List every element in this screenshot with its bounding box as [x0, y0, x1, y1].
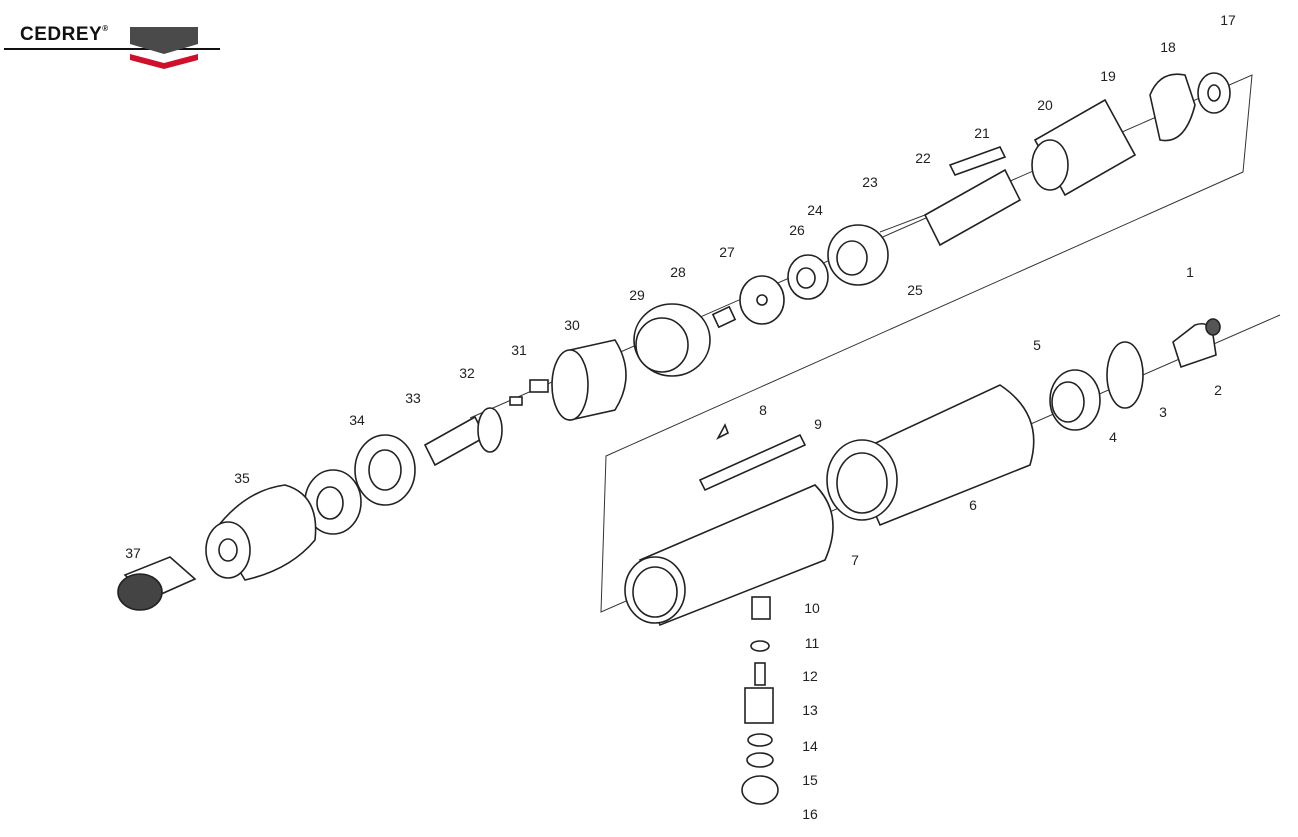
part-label-22: 22 — [915, 150, 931, 166]
part-label-23: 23 — [862, 174, 878, 190]
part-label-30: 30 — [564, 317, 580, 333]
part-label-25: 25 — [907, 282, 923, 298]
part-label-24: 24 — [807, 202, 823, 218]
part-label-7: 7 — [851, 552, 859, 568]
part-label-13: 13 — [802, 702, 818, 718]
part-label-20: 20 — [1037, 97, 1053, 113]
part-label-19: 19 — [1100, 68, 1116, 84]
part-label-4: 4 — [1109, 429, 1117, 445]
part-label-10: 10 — [804, 600, 820, 616]
part-label-26: 26 — [789, 222, 805, 238]
part-label-17: 17 — [1220, 12, 1236, 28]
brand-name: CEDREY — [20, 24, 103, 45]
part-label-11: 11 — [805, 635, 820, 651]
part-label-3: 3 — [1159, 404, 1167, 420]
parts — [117, 72, 1231, 805]
part-label-1: 1 — [1186, 264, 1194, 280]
part-label-37: 37 — [125, 545, 141, 561]
part-label-15: 15 — [802, 772, 818, 788]
part-label-6: 6 — [969, 497, 977, 513]
part-label-5: 5 — [1033, 337, 1041, 353]
part-label-28: 28 — [670, 264, 686, 280]
part-label-8: 8 — [759, 402, 767, 418]
part-label-27: 27 — [719, 244, 735, 260]
part-label-34: 34 — [349, 412, 365, 428]
part-label-33: 33 — [405, 390, 421, 406]
part-labels: 1234567891011121314151617181920212223242… — [125, 12, 1236, 822]
part-label-31: 31 — [511, 342, 527, 358]
part-label-29: 29 — [629, 287, 645, 303]
part-label-16: 16 — [802, 806, 818, 822]
brand-logo: CEDREY® — [0, 18, 225, 70]
logo-chevron-icon — [4, 27, 220, 69]
part-label-9: 9 — [814, 416, 822, 432]
part-label-32: 32 — [459, 365, 475, 381]
part-label-12: 12 — [802, 668, 818, 684]
part-label-21: 21 — [974, 125, 990, 141]
registered-mark: ® — [102, 24, 109, 33]
part-label-14: 14 — [802, 738, 818, 754]
part-label-18: 18 — [1160, 39, 1176, 55]
frame-lines — [469, 74, 1281, 613]
part-label-2: 2 — [1214, 382, 1222, 398]
part-label-35: 35 — [234, 470, 250, 486]
